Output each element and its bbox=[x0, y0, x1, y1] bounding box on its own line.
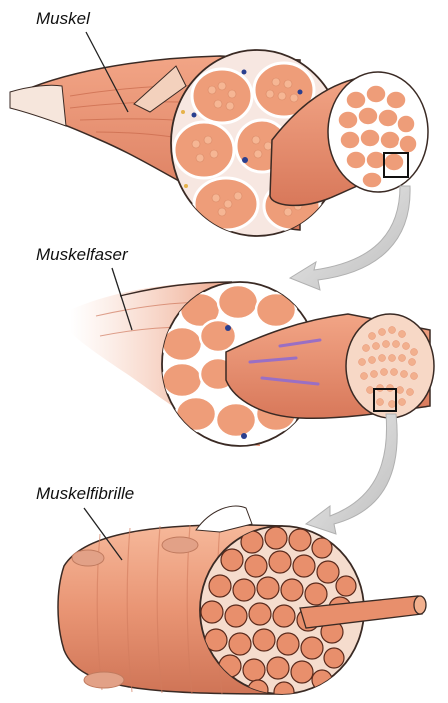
label-muscle: Muskel bbox=[36, 9, 90, 29]
muscle-fiber-illustration bbox=[70, 268, 434, 446]
label-muscle-fiber: Muskelfaser bbox=[36, 245, 128, 265]
label-myofibril: Muskelfibrille bbox=[36, 484, 134, 504]
tendon bbox=[10, 85, 66, 126]
zoom-arrow-2 bbox=[306, 414, 397, 534]
surface-nucleus-2 bbox=[162, 537, 198, 553]
myofibril-illustration bbox=[58, 506, 426, 698]
surface-nucleus-3 bbox=[84, 672, 124, 688]
single-myofibril-end bbox=[414, 596, 426, 614]
surface-nucleus-1 bbox=[72, 550, 104, 566]
muscle-illustration bbox=[10, 32, 428, 236]
